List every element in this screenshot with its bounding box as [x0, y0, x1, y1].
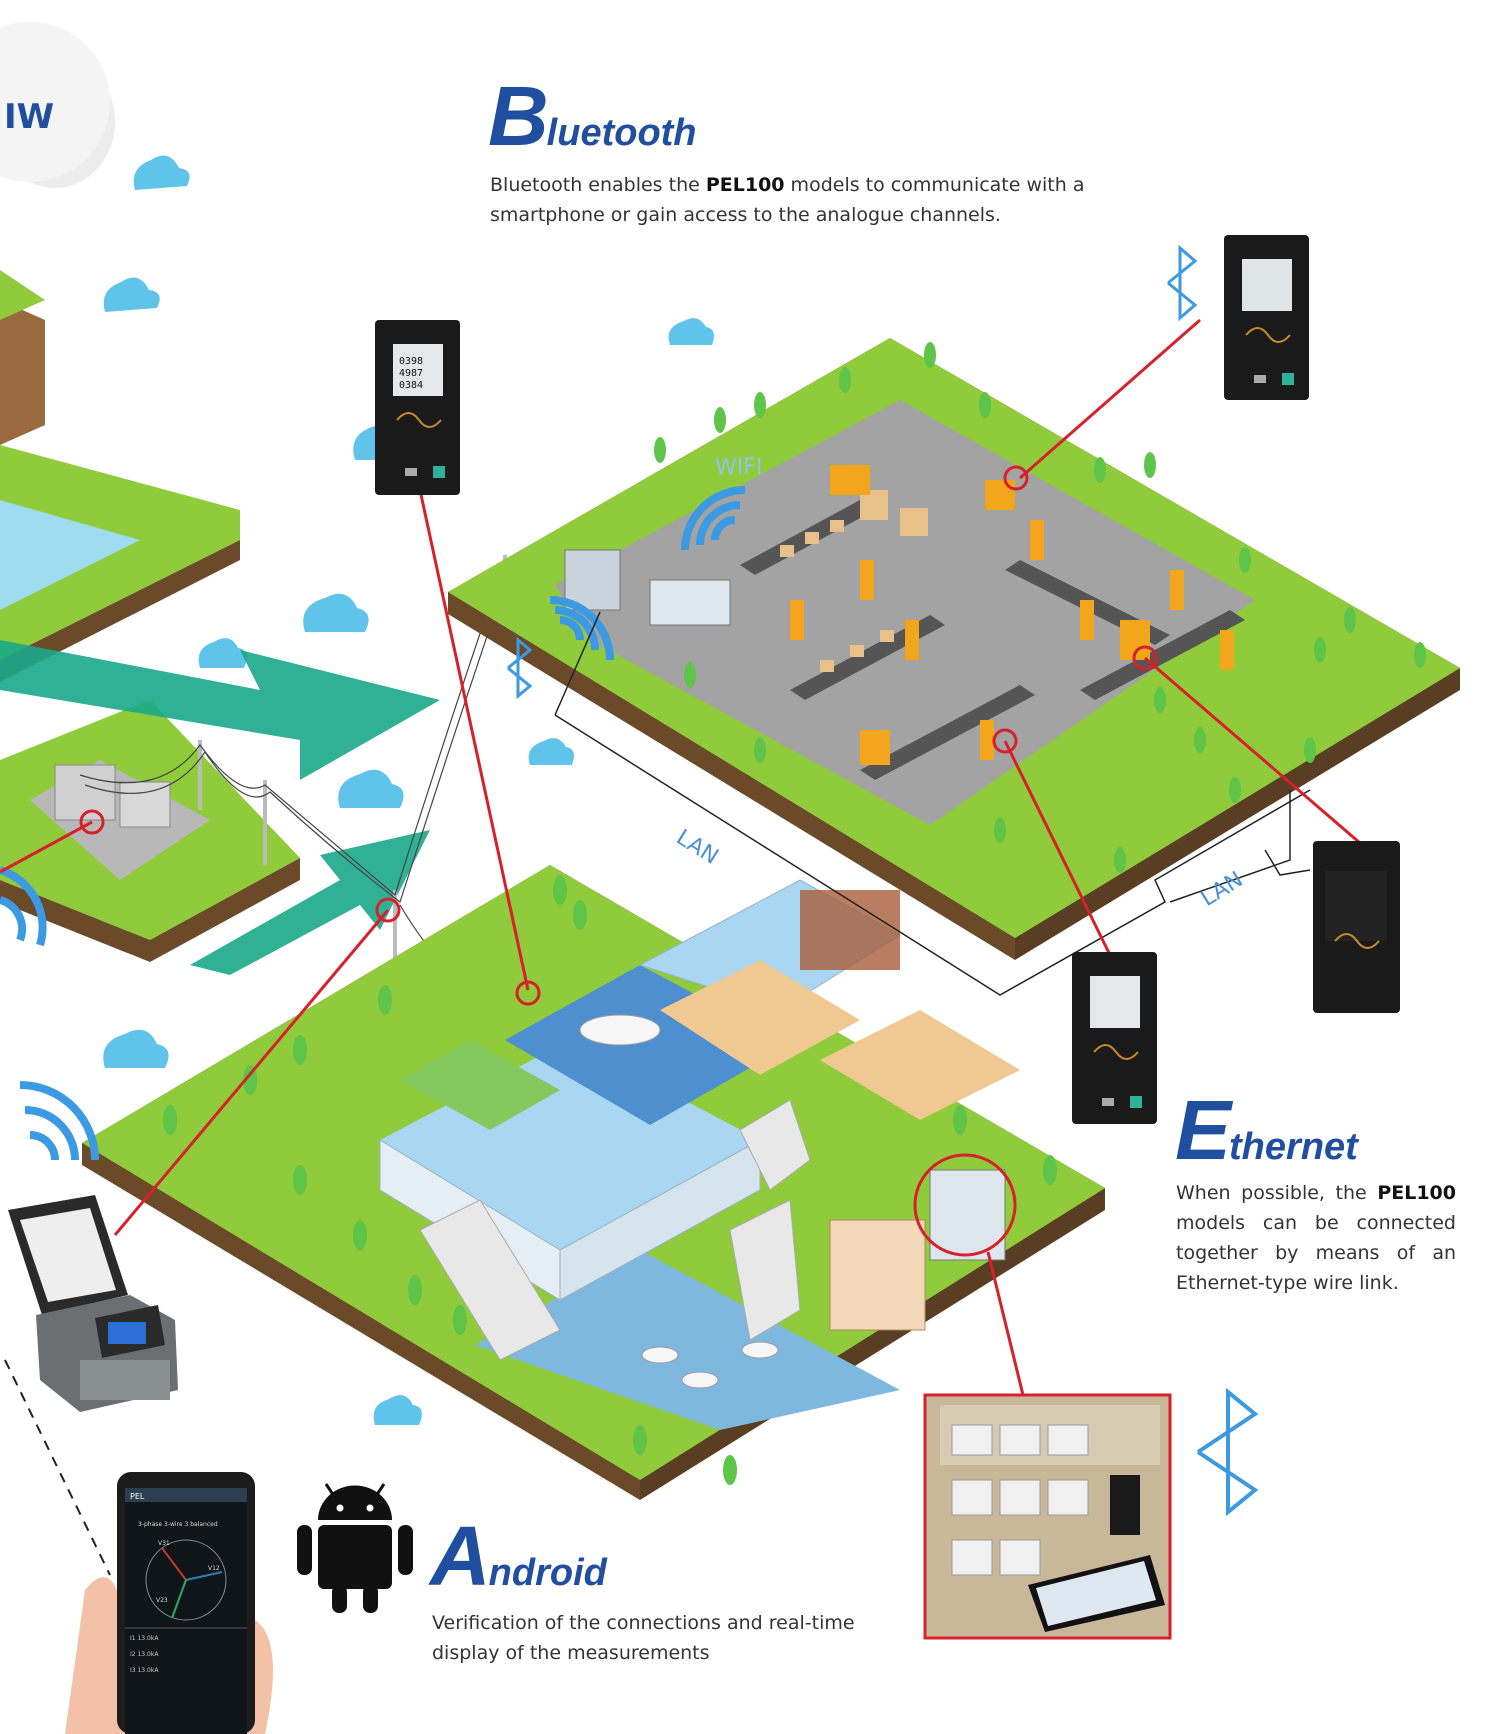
bluetooth-desc-text-2: models to communicate with a smartphone … — [490, 174, 1085, 226]
bluetooth-icon-top — [1167, 244, 1198, 322]
wifi-factory-icon — [681, 486, 746, 551]
bluetooth-icon-bottom — [1196, 1387, 1259, 1517]
field-photo — [923, 1393, 1172, 1640]
measurement-links — [0, 318, 1361, 1396]
office-plateau — [82, 865, 1105, 1500]
bluetooth-heading-rest: luetooth — [546, 112, 697, 154]
analyser-phone-dashed-link — [4, 1359, 111, 1576]
wifi-label: WIFI — [715, 455, 763, 480]
logger-reading-2: 4987 — [399, 368, 423, 379]
left-plateau — [0, 270, 240, 682]
cloud-badge: IW — [0, 22, 115, 188]
android-description: Verification of the connections and real… — [432, 1612, 855, 1664]
wifi-left-icon — [0, 866, 47, 947]
energy-flow-arrows — [0, 640, 440, 975]
phone-row-2: I2 13.0kA — [130, 1651, 159, 1658]
cloud-fragment-text: IW — [4, 97, 54, 137]
phasor-v31: V31 — [158, 1540, 170, 1547]
bluetooth-desc-model: PEL100 — [705, 174, 785, 196]
phone-app-title: PEL — [130, 1492, 145, 1501]
bluetooth-heading: Bluetooth — [488, 68, 697, 165]
logger-reading-3: 0384 — [399, 380, 423, 391]
substation-plateau — [0, 700, 300, 962]
power-lines — [79, 555, 521, 1021]
ethernet-desc-text-2: models can be connected together by mean… — [1176, 1212, 1456, 1294]
wifi-control-room-icon — [549, 596, 614, 661]
bluetooth-heading-initial: B — [488, 69, 549, 163]
ethernet-desc-model: PEL100 — [1377, 1182, 1456, 1204]
phone-subtitle: 3-phase 3-wire 3 balanced — [138, 1521, 218, 1528]
link-markers — [79, 465, 1158, 1257]
pel100-logger-right — [1313, 841, 1400, 1013]
bluetooth-desc-text-1: Bluetooth enables the — [490, 174, 706, 196]
ethernet-desc-text-1: When possible, the — [1176, 1182, 1378, 1204]
lan-cabling — [554, 611, 1311, 996]
phone-row-3: I3 13.0kA — [130, 1667, 159, 1674]
pel100-logger-top-right — [1224, 235, 1309, 400]
android-robot-icon — [297, 1483, 413, 1613]
ethernet-heading-initial: E — [1175, 1083, 1231, 1177]
android-heading-rest: ndroid — [488, 1552, 607, 1594]
phasor-v12: V12 — [208, 1565, 220, 1572]
bluetooth-icon-factory — [507, 636, 533, 700]
logger-reading-1: 0398 — [399, 356, 423, 367]
ethernet-heading: Ethernet — [1175, 1082, 1358, 1179]
factory-plateau — [448, 338, 1460, 960]
pel100-logger-center — [1072, 952, 1157, 1124]
smartphone-hand: PEL 3-phase 3-wire 3 balanced V31 V12 V2… — [65, 1472, 273, 1734]
wifi-analyser-icon — [19, 1081, 99, 1161]
power-analyser-case — [8, 1195, 178, 1412]
ethernet-description: When possible, the PEL100 models can be … — [1176, 1178, 1456, 1298]
pel100-logger-top-left: 0398 4987 0384 — [375, 320, 460, 495]
bluetooth-description: Bluetooth enables the PEL100 models to c… — [490, 170, 1090, 230]
android-heading: Android — [430, 1508, 607, 1605]
phone-row-1: I1 13.0kA — [130, 1635, 159, 1642]
ethernet-heading-rest: thernet — [1229, 1126, 1358, 1168]
phasor-v23: V23 — [156, 1597, 168, 1604]
android-heading-initial: A — [430, 1509, 491, 1603]
